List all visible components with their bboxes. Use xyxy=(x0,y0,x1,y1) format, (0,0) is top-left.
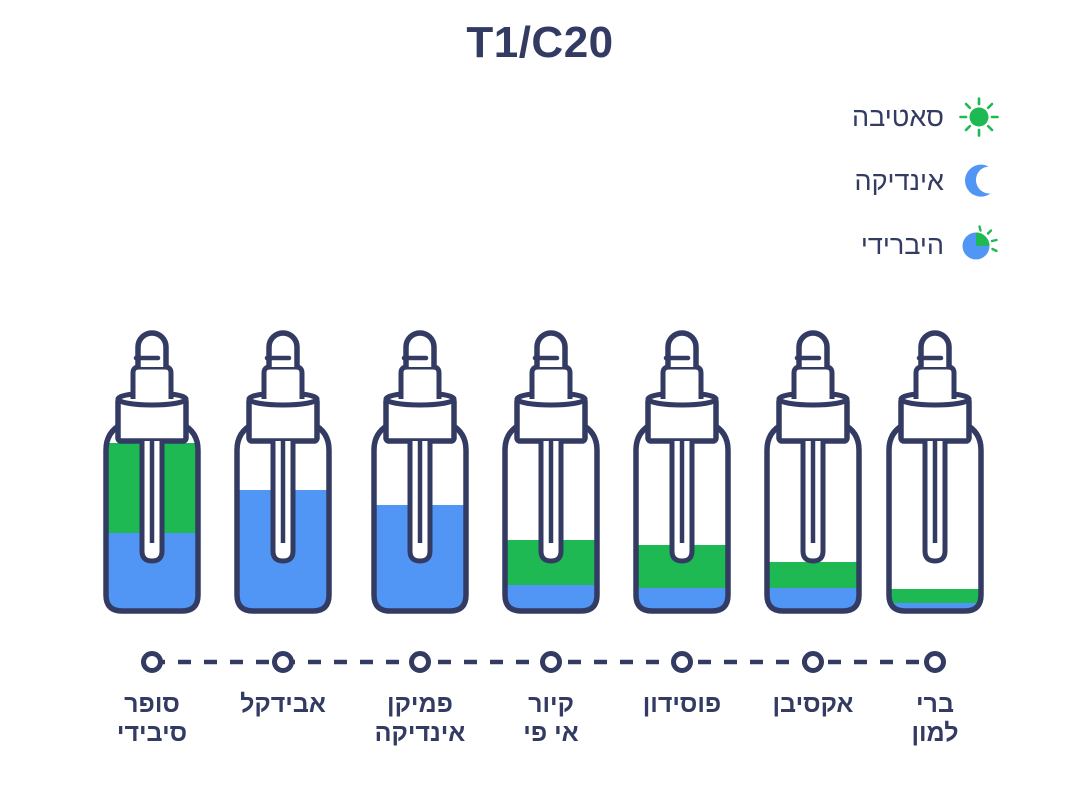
bottle-fill-indica xyxy=(889,603,981,611)
legend: סאטיבה אינדיקה xyxy=(852,96,1000,266)
bottle-axiban[interactable] xyxy=(753,325,873,635)
legend-label-indica: אינדיקה xyxy=(854,165,945,196)
label-line-2: אי פי xyxy=(523,718,579,747)
legend-item-indica: אינדיקה xyxy=(855,160,1001,202)
bottle-cure-ip[interactable] xyxy=(491,325,611,635)
sun-icon xyxy=(958,96,1000,138)
label-line-1: אקסיבן xyxy=(772,690,854,718)
legend-label-hybrid: היברידי xyxy=(860,229,944,260)
axis-nodes xyxy=(141,651,946,673)
bottle-fill-indica xyxy=(636,588,728,611)
label-line-2: למון xyxy=(911,718,959,747)
axis-node xyxy=(924,651,946,673)
label-line-2: סיבידי xyxy=(116,718,188,747)
bottle-fill-indica xyxy=(505,585,597,611)
axis-node xyxy=(802,651,824,673)
legend-label-sativa: סאטיבה xyxy=(851,101,944,132)
axis-timeline xyxy=(0,645,1080,680)
label-line-1: פמיקן xyxy=(387,690,453,718)
axis-node xyxy=(671,651,693,673)
axis-node xyxy=(141,651,163,673)
moon-icon xyxy=(958,160,1000,202)
category-label-avidekel: אבידקל xyxy=(188,690,378,719)
axis-node xyxy=(409,651,431,673)
label-line-1: אבידקל xyxy=(240,690,326,718)
bottle-poseidon[interactable] xyxy=(622,325,742,635)
label-line-1: ברי xyxy=(916,690,954,718)
label-line-1: פוסידון xyxy=(642,690,722,718)
bottle-avidekel[interactable] xyxy=(223,325,343,635)
bottle-fill-sativa xyxy=(767,562,859,588)
category-label-pemikan-indica: פמיקן אינדיקה xyxy=(325,690,515,748)
category-label-poseidon: פוסידון xyxy=(587,690,777,719)
label-line-1: קיור xyxy=(528,690,574,718)
bottle-fill-sativa xyxy=(889,589,981,603)
hybrid-icon xyxy=(958,224,1000,266)
bottle-pemikan-indica[interactable] xyxy=(360,325,480,635)
category-label-cure-ip: קיור אי פי xyxy=(456,690,646,748)
axis-node xyxy=(540,651,562,673)
bottle-berry-lemon[interactable] xyxy=(875,325,995,635)
legend-item-hybrid: היברידי xyxy=(861,224,1000,266)
axis-node xyxy=(272,651,294,673)
category-label-axiban: אקסיבן xyxy=(718,690,908,719)
category-label-berry-lemon: ברי למון xyxy=(840,690,1030,748)
legend-item-sativa: סאטיבה xyxy=(852,96,1000,138)
category-label-super-cbd: סופר סיבידי xyxy=(57,690,247,748)
bottle-super-cbd[interactable] xyxy=(92,325,212,635)
page-title: T1/C20 xyxy=(466,18,614,67)
label-line-1: סופר xyxy=(124,690,180,718)
label-line-2: אינדיקה xyxy=(374,718,466,747)
bottle-fill-indica xyxy=(767,588,859,611)
